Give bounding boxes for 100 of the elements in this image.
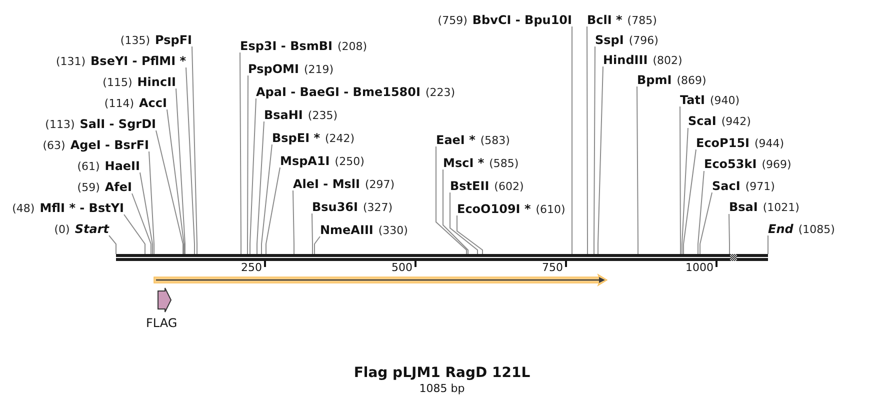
leader-line <box>683 149 696 254</box>
enzyme-label: PspFI <box>155 34 192 46</box>
position-number: (583) <box>480 134 510 146</box>
enzyme-label: PspOMI <box>248 62 299 76</box>
leader-line <box>312 213 313 254</box>
leader-line <box>240 52 242 254</box>
enzyme-label: HaeII <box>104 160 140 172</box>
position-number: (223) <box>425 86 456 98</box>
leader-line <box>728 214 730 254</box>
position-number: (61) <box>77 160 100 172</box>
enzyme-label: SalI - SgrDI <box>80 118 156 130</box>
enzyme-label: ApaI - BaeGI - Bme1580I <box>256 86 420 98</box>
leader-line <box>148 151 154 254</box>
leader-line <box>250 98 256 254</box>
position-number: (1085) <box>798 222 835 236</box>
enzyme-label: MflI * - BstYI <box>40 202 124 214</box>
leader-line <box>586 26 588 254</box>
enzyme-label: SacI <box>712 180 740 192</box>
enzyme-label: BclI * <box>587 14 622 26</box>
enzyme-label: Eco53kI <box>704 158 757 171</box>
enzyme-label: EcoP15I <box>696 136 750 150</box>
leader-line <box>636 86 638 254</box>
enzyme-label: BstEII <box>450 180 490 192</box>
enzyme-label: MspA1I <box>280 154 330 168</box>
sequence-end-label: Start <box>74 222 109 236</box>
enzyme-label: BseYI - PflMI * <box>90 54 186 68</box>
enzyme-label: BsaI <box>729 201 758 214</box>
enzyme-label: BsaHI <box>264 108 303 122</box>
position-number: (59) <box>77 180 100 194</box>
leader-line <box>176 88 186 254</box>
position-number: (131) <box>56 54 86 68</box>
enzyme-label: HincII <box>137 76 176 88</box>
leader-line <box>140 172 153 254</box>
leader-line <box>292 190 294 254</box>
enzyme-label: NmeAIII <box>320 224 374 236</box>
enzyme-label: AgeI - BsrFI <box>70 138 149 152</box>
leader-line <box>261 144 272 254</box>
position-number: (115) <box>102 76 132 88</box>
enzyme-label: BspEI * <box>272 132 320 144</box>
leader-line <box>598 66 604 254</box>
position-number: (869) <box>676 74 706 86</box>
tick-label: 750 <box>542 262 563 274</box>
position-number: (796) <box>628 34 658 46</box>
leader-line <box>700 192 712 254</box>
leader-line <box>682 128 688 254</box>
position-number: (785) <box>627 14 657 26</box>
tick-label: 500 <box>392 262 412 274</box>
position-number: (48) <box>12 202 35 214</box>
leader-line <box>166 109 184 254</box>
position-number: (135) <box>120 34 150 46</box>
position-number: (330) <box>378 224 408 236</box>
leader-line <box>108 235 116 254</box>
position-number: (219) <box>304 62 334 76</box>
position-number: (235) <box>308 108 338 122</box>
leader-line <box>132 193 152 254</box>
enzyme-label: TatI <box>680 94 705 106</box>
leader-line <box>456 215 483 254</box>
enzyme-label: AfeI <box>104 180 132 194</box>
leader-line <box>314 236 320 254</box>
leader-line <box>442 169 468 254</box>
diagram-title: Flag pLJM1 RagD 121L <box>354 365 530 381</box>
leader-line <box>247 75 248 254</box>
tick-label: 1000 <box>686 262 714 274</box>
position-number: (759) <box>438 14 468 26</box>
position-number: (63) <box>42 138 66 152</box>
enzyme-label: BbvCI - Bpu10I <box>472 14 572 26</box>
position-number: (802) <box>652 54 682 66</box>
leader-line <box>186 67 195 254</box>
enzyme-label: AleI - MslI <box>293 178 360 190</box>
sequence-length-caption: 1085 bp <box>419 382 465 395</box>
leader-line <box>256 121 264 254</box>
position-number: (208) <box>337 40 368 52</box>
position-number: (0) <box>54 222 70 236</box>
enzyme-label: BpmI <box>637 74 672 86</box>
dna-backbone <box>116 254 768 261</box>
leader-line <box>156 130 184 254</box>
enzyme-label: AccI <box>139 96 167 110</box>
position-number: (242) <box>325 132 355 144</box>
tick-label: 250 <box>241 262 262 274</box>
position-number: (940) <box>710 94 740 106</box>
position-number: (942) <box>721 115 751 128</box>
position-number: (585) <box>489 156 519 170</box>
enzyme-label: Bsu36I <box>312 200 358 214</box>
enzyme-label: SspI <box>595 34 624 46</box>
enzyme-label: EaeI * <box>436 134 476 146</box>
enzyme-label: MscI * <box>443 156 484 170</box>
position-number: (602) <box>494 180 524 192</box>
leader-line <box>680 106 681 254</box>
leader-line <box>192 46 198 254</box>
position-number: (969) <box>762 158 792 171</box>
sequence-end-label: End <box>768 222 794 236</box>
position-number: (327) <box>363 200 393 214</box>
position-number: (113) <box>45 118 75 130</box>
position-number: (114) <box>104 96 134 110</box>
enzyme-label: Esp3I - BsmBI <box>240 40 332 52</box>
leader-line <box>450 192 478 254</box>
leader-line <box>124 214 146 254</box>
position-number: (610) <box>536 202 566 216</box>
enzyme-label: EcoO109I * <box>457 202 531 216</box>
orf-feature <box>154 274 608 286</box>
